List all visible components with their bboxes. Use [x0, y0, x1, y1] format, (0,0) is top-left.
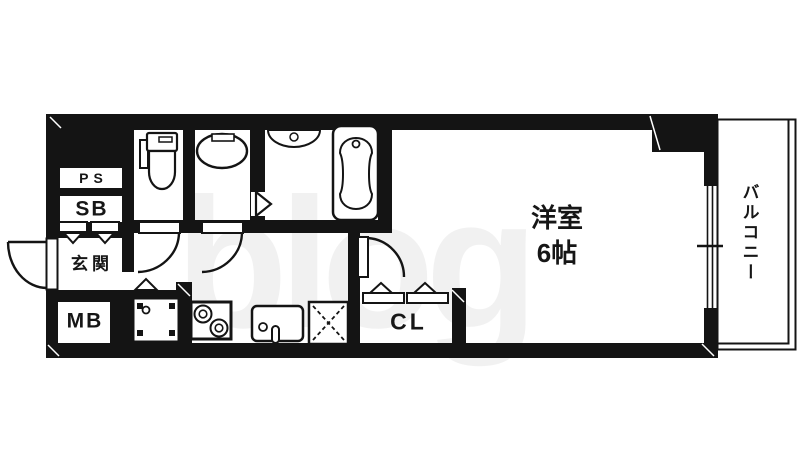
- wall-chamfers: [47, 115, 715, 357]
- bathroom-door: [251, 191, 273, 217]
- washer-folding-door: [132, 277, 160, 291]
- room-door: [357, 236, 406, 278]
- room-door-arc: [367, 236, 406, 278]
- wall-mb-right: [110, 302, 134, 345]
- sliding-window: [697, 186, 723, 308]
- toilet-door-arc: [137, 232, 181, 274]
- gas-stove-icon: [189, 300, 233, 341]
- front-door-arc: [6, 240, 48, 290]
- balcony-outline: [716, 118, 797, 351]
- washbasin-icon: [195, 132, 249, 170]
- toilet-icon: [139, 131, 179, 191]
- washbasin-door: [201, 221, 244, 274]
- entrance-floor: [58, 238, 122, 290]
- label-meter-box: MB: [66, 309, 104, 333]
- wall-toilet-divider: [183, 128, 195, 222]
- wall-window-bottom: [704, 308, 718, 358]
- bathroom-sink-icon: [266, 129, 322, 148]
- front-door: [6, 237, 59, 291]
- label-room-name: 洋室: [530, 203, 584, 233]
- label-closet: CL: [390, 308, 427, 335]
- wall-hall-band: [134, 220, 392, 233]
- room-door-leaf: [357, 236, 369, 278]
- refrigerator-space-icon: [307, 300, 350, 346]
- kitchen-sink-icon: [250, 304, 305, 344]
- washer-door-sill: [133, 290, 178, 301]
- wall-bathroom-right: [378, 128, 392, 222]
- toilet-door-leaf: [138, 221, 181, 234]
- bathtub-icon: [331, 124, 380, 222]
- closet-folding-doors: [362, 281, 449, 304]
- entrance-passage: [122, 272, 134, 290]
- label-main-room: 洋室 6帖: [531, 201, 583, 271]
- wall-window-top: [704, 114, 718, 186]
- label-room-size: 6帖: [536, 238, 578, 268]
- label-entrance: 玄関: [71, 254, 113, 274]
- shoe-box-folding-doors: [58, 221, 120, 245]
- sb-box: [60, 196, 122, 222]
- wall-bottom: [46, 343, 718, 358]
- washbasin-door-leaf: [201, 221, 244, 234]
- washing-machine-icon: [131, 296, 181, 344]
- wall-closet-right: [452, 288, 466, 345]
- label-pipe-space: PS: [79, 170, 108, 186]
- room-openings: [58, 168, 134, 290]
- label-shoe-box: SB: [75, 197, 109, 221]
- wall-top: [134, 114, 718, 130]
- washbasin-door-arc: [201, 232, 244, 274]
- label-balcony: バルコニー: [739, 183, 759, 283]
- ps-box: [60, 168, 122, 188]
- front-door-leaf: [45, 237, 59, 291]
- toilet-door: [137, 221, 181, 274]
